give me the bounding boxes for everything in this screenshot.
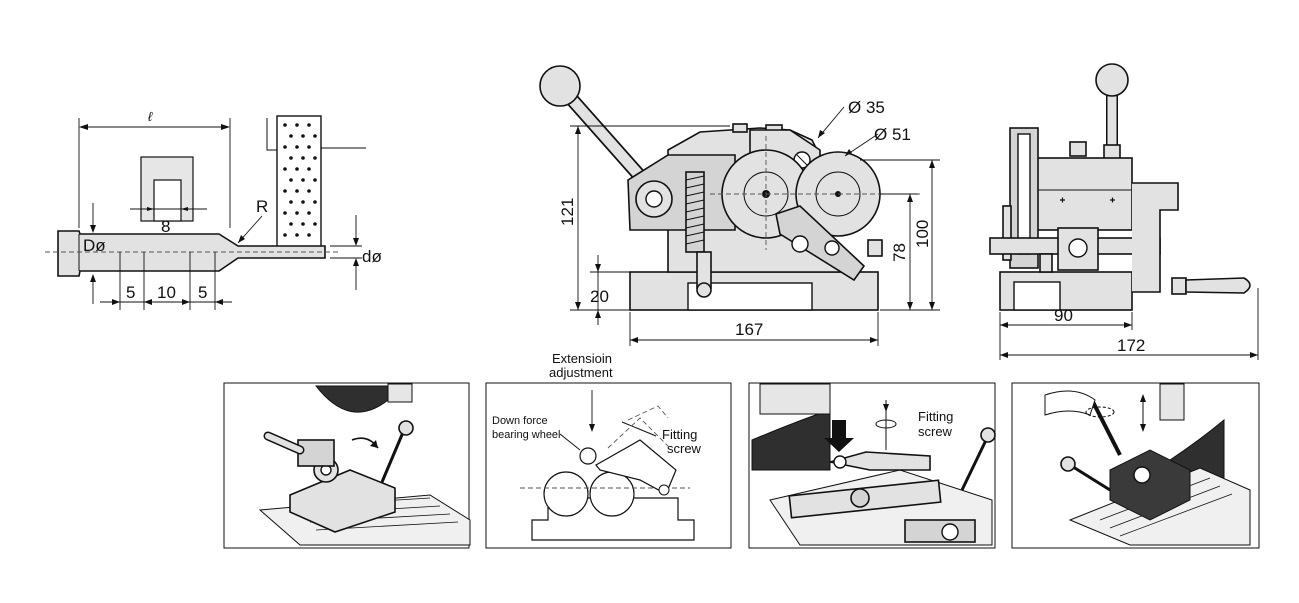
fitting-screw-label-2-line1: Fitting [918,409,953,424]
usage-panel-2: Extensioin adjustment Down force bearing… [485,351,732,549]
fitting-screw-label-line1: Fitting [662,427,697,442]
usage-panel-1 [223,382,471,549]
side-view-drawing: 90 172 [989,63,1259,360]
base-20: 20 [590,287,609,306]
front-view-drawing: Ø 35 Ø 51 121 20 167 100 78 [539,65,940,346]
height-121: 121 [558,198,577,226]
extension-label-line2: adjustment [549,365,613,380]
usage-panel-3: Fitting screw [748,382,996,549]
spring [685,171,712,298]
radius-label: R [256,197,268,216]
small-dia-label: dø [362,247,382,266]
down-force-label-line1: Down force [492,415,548,427]
width-90: 90 [1054,306,1073,325]
down-force-label-line2: bearing wheel [492,429,561,441]
fitting-screw-label-2-line2: screw [918,424,953,439]
dia-35-label: Ø 35 [848,98,885,117]
width-172: 172 [1117,336,1145,355]
usage-panel-4 [1011,382,1260,549]
dia-51-label: Ø 51 [874,125,911,144]
dim-10: 10 [157,283,176,302]
fitting-screw-label-line2: screw [667,441,702,456]
grinding-wheel [276,115,322,249]
grinding-wheel-dots [283,123,317,237]
punch-body [57,230,326,277]
dim-5-left: 5 [126,283,135,302]
extension-label-line1: Extensioin [552,351,612,366]
handle-knob [539,65,581,107]
dim-8: 8 [161,217,170,236]
width-167: 167 [735,320,763,339]
punch-profile-drawing: ℓ 8 R Dø dø 5 10 5 [45,109,382,310]
side-handle-knob [1095,63,1129,97]
height-78: 78 [890,243,909,262]
large-dia-label: Dø [83,236,106,255]
length-label: ℓ [148,109,153,124]
dim-5-right: 5 [198,283,207,302]
height-100: 100 [913,220,932,248]
